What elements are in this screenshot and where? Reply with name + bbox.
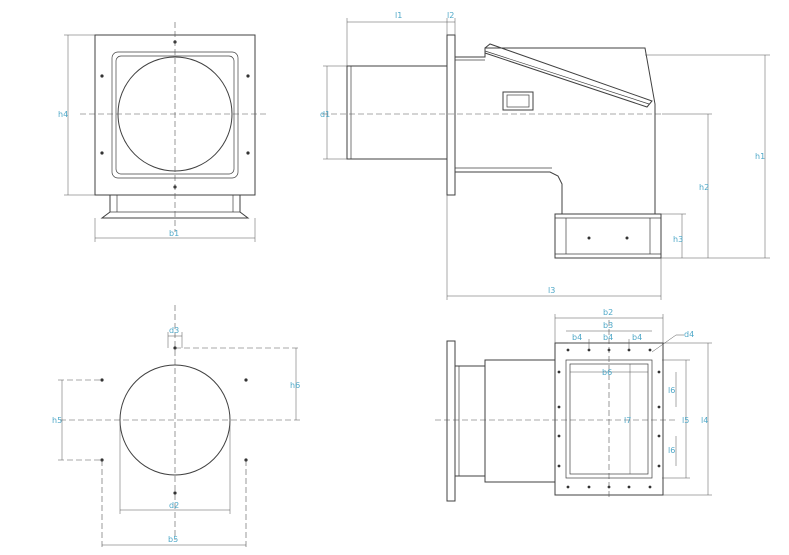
dim-label-l7: l7	[624, 416, 631, 425]
dim-label-b4-right: b4	[632, 333, 642, 342]
dim-label-h2: h2	[699, 183, 709, 192]
dim-label-d4: d4	[684, 330, 694, 339]
dim-label-d3: d3	[169, 326, 179, 335]
dim-label-l4: l4	[701, 416, 708, 425]
top-plan-view: b2 b3 b4 b4 b4 d4 b6 l7 l6 l6 l5 l4	[435, 308, 712, 502]
dim-label-l6-upper: l6	[668, 386, 675, 395]
dim-label-b3: b3	[603, 321, 613, 330]
dim-label-l5: l5	[682, 416, 689, 425]
dim-label-h4: h4	[58, 110, 68, 119]
dim-label-l6-lower: l6	[668, 446, 675, 455]
dim-label-h6: h6	[290, 381, 300, 390]
dim-label-l2: l2	[447, 11, 454, 20]
dim-label-b4-mid: b4	[603, 333, 613, 342]
dim-label-d2: d2	[169, 501, 179, 510]
front-flange-view: h4 b1	[58, 22, 268, 242]
dim-label-h5: h5	[52, 416, 62, 425]
dim-label-l3: l3	[548, 286, 555, 295]
dim-label-l1: l1	[395, 11, 402, 20]
side-elevation-view: l1 l2 d1 h1 h2 h3 l3	[320, 11, 770, 300]
flange-layout-view: d3 h6 h5 d2 b5	[52, 305, 300, 548]
dim-label-h3: h3	[673, 235, 683, 244]
dim-label-d1: d1	[320, 110, 330, 119]
dim-label-b5: b5	[168, 535, 178, 544]
dim-label-b2: b2	[603, 308, 613, 317]
dim-label-b1: b1	[169, 229, 179, 238]
dim-label-b6: b6	[602, 368, 612, 377]
dim-label-h1: h1	[755, 152, 765, 161]
dim-label-b4-left: b4	[572, 333, 582, 342]
